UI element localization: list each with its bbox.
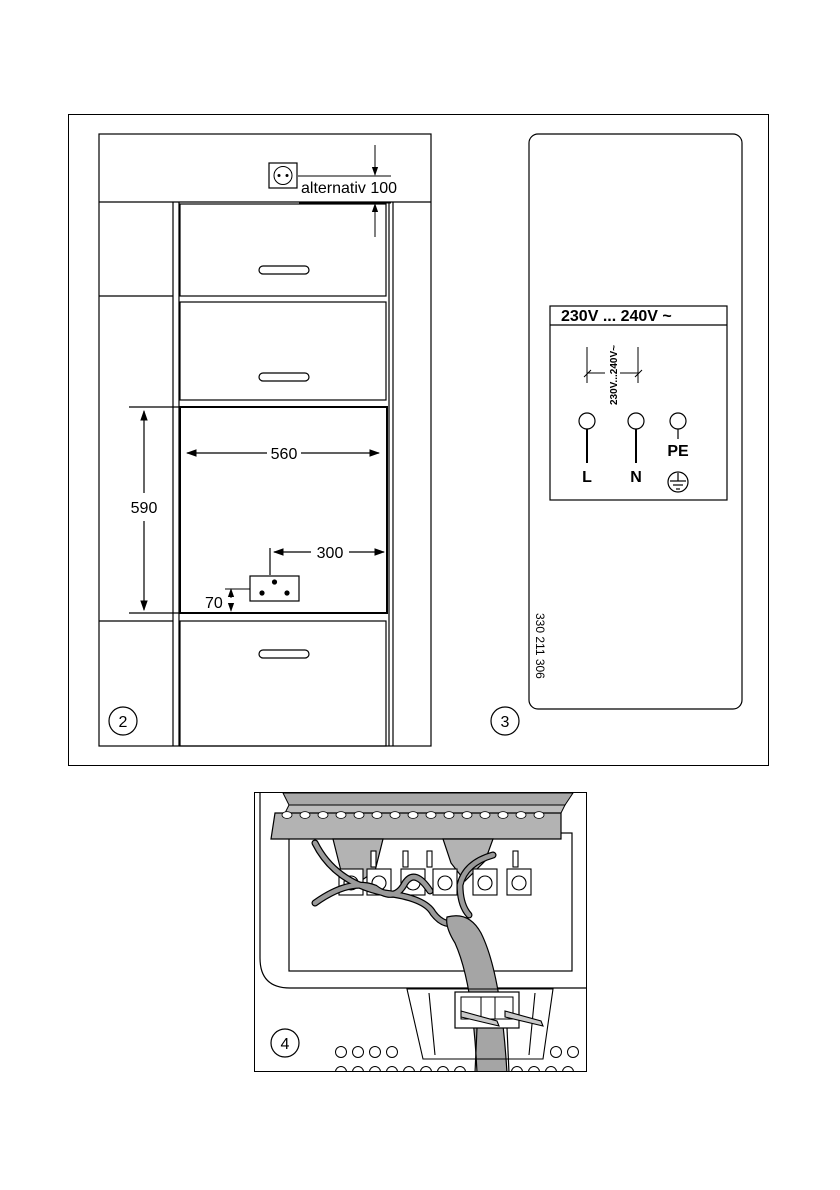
alternative-dimension: [298, 145, 391, 237]
voltage-small-label: 230V...240V~: [609, 345, 620, 405]
terminal-N-label: N: [630, 469, 642, 486]
socket-height-label: 70: [205, 595, 223, 612]
installation-diagram-panel: alternativ 100 560 590 300: [68, 114, 769, 766]
strain-relief-housing: [406, 988, 554, 1060]
height-label: 590: [131, 500, 158, 517]
appliance-casing: [259, 793, 586, 989]
terminal-PE-label: PE: [667, 443, 689, 460]
terminal-L: [578, 412, 596, 463]
drawer-bottom: [179, 620, 387, 747]
terminal-PE: [669, 412, 687, 439]
terminal-L-label: L: [582, 469, 592, 486]
voltage-label-box: [549, 305, 728, 501]
height-dimension: [129, 406, 179, 614]
figure-2-number-badge: [108, 706, 138, 736]
alternative-socket: [268, 162, 298, 189]
width-label: 560: [271, 446, 298, 463]
figure-4-number: 4: [281, 1036, 290, 1053]
voltage-heading: 230V ... 240V ~: [561, 308, 672, 325]
drawer-top: [179, 203, 387, 297]
socket-height-dimension: [225, 588, 250, 612]
niche-socket: [249, 575, 300, 602]
figure-2-number: 2: [119, 714, 128, 731]
socket-offset-dimension: [269, 548, 386, 575]
socket-offset-label: 300: [317, 545, 344, 562]
figure-3-number: 3: [501, 714, 510, 731]
drawer-middle: [179, 301, 387, 401]
oven-niche: [179, 406, 388, 614]
figure-3-number-badge: [490, 706, 520, 736]
cabinet-and-label-drawing: alternativ 100 560 590 300: [98, 133, 743, 747]
terminal-cover: [270, 793, 574, 886]
figure-4-number-badge: [270, 1028, 300, 1058]
terminal-block-drawing: 4: [259, 793, 586, 1071]
part-number: 330 211 306: [533, 613, 547, 679]
connection-terminal-panel: 4: [254, 792, 587, 1072]
cable-clamp: [454, 991, 520, 1029]
terminal-N: [627, 412, 645, 463]
vent-holes: [335, 1046, 579, 1071]
figure-2-cabinet: [98, 133, 432, 747]
figure-3-rating-plate: [528, 133, 743, 710]
ground-icon: [667, 471, 689, 493]
alternative-socket-label: alternativ 100: [301, 180, 397, 197]
clamp-screws-icon: [460, 1010, 544, 1027]
voltage-measurement: [583, 347, 643, 383]
